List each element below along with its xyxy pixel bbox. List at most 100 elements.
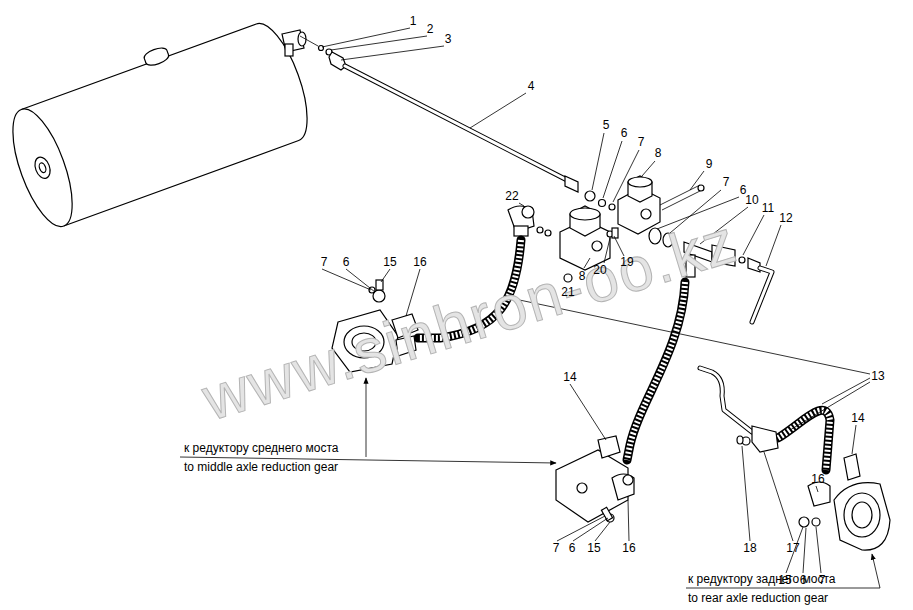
drawing-line	[822, 378, 870, 404]
callout-number: 21	[561, 285, 574, 299]
callout-number: 7	[553, 541, 560, 555]
air-tank	[0, 6, 319, 233]
drawing-path	[345, 66, 567, 180]
tank-fitting	[282, 30, 346, 70]
callout-number: 5	[603, 118, 610, 132]
drawing-path	[627, 282, 685, 460]
callout-number: 11	[762, 201, 774, 215]
callout-number: 2	[427, 22, 434, 36]
drawing-line	[573, 518, 608, 541]
drawing-line	[662, 190, 702, 210]
drawing-line	[766, 225, 781, 266]
drawing-line	[764, 452, 793, 541]
drawing-rect	[514, 226, 528, 236]
drawing-ellipse	[844, 493, 880, 537]
drawing-path	[752, 426, 778, 452]
drawing-line	[742, 446, 750, 541]
drawing-path	[778, 410, 830, 470]
callout-number: 20	[593, 263, 606, 277]
drawing-line	[786, 527, 803, 573]
drawing-path	[565, 176, 578, 192]
callout-number: 16	[811, 472, 824, 486]
callout-number: 7	[321, 255, 328, 269]
callout-number: 18	[743, 541, 756, 555]
drawing-rect	[612, 228, 618, 238]
callout-number: 1	[410, 14, 417, 28]
drawing-ellipse	[32, 155, 53, 180]
drawing-line	[346, 269, 375, 292]
drawing-path	[700, 368, 752, 432]
drawing-rect	[285, 44, 293, 56]
drawing-line	[803, 528, 806, 573]
drawing-path	[345, 66, 567, 180]
drawing-circle	[623, 475, 633, 485]
drawing-circle	[545, 230, 551, 236]
drawing-line	[341, 46, 444, 60]
drawing-line	[743, 215, 764, 255]
drawing-circle	[319, 46, 324, 51]
tee-fitting	[737, 426, 778, 452]
drawing-circle	[799, 517, 809, 527]
drawing-ellipse	[852, 502, 872, 528]
callout-number: 12	[779, 211, 792, 225]
drawing-circle	[698, 185, 704, 191]
drawing-path	[752, 268, 772, 322]
drawing-circle	[585, 191, 595, 201]
drawing-line	[660, 185, 700, 205]
callout-number: 13	[871, 369, 884, 383]
callout-number: 8	[655, 146, 662, 160]
drawing-ellipse	[570, 208, 600, 220]
drawing-line	[300, 36, 318, 46]
callout-number: 6	[621, 126, 628, 140]
caption-text: к редуктору заднего моста	[688, 572, 836, 586]
drawing-path	[628, 176, 652, 202]
drawing-line	[872, 554, 880, 588]
callout-number: 14	[563, 370, 576, 384]
caption-text: к редуктору среднего моста	[184, 441, 338, 455]
drawing-path	[570, 206, 600, 236]
drawing-ellipse	[1, 102, 85, 234]
drawing-line	[366, 378, 367, 457]
drawing-path	[844, 454, 860, 480]
drawing-path	[834, 483, 890, 550]
axle-flange	[556, 436, 634, 522]
drawing-path	[612, 474, 634, 500]
drawing-line	[816, 527, 821, 573]
callout-number: 15	[383, 255, 396, 269]
drawing-line	[570, 384, 606, 440]
drawing-path	[778, 410, 830, 470]
callout-number: 15	[587, 541, 600, 555]
drawing-circle	[609, 204, 615, 210]
elbow-fitting	[508, 206, 534, 236]
drawing-line	[852, 425, 856, 454]
drawing-path	[143, 45, 169, 63]
callout-number: 14	[851, 411, 864, 425]
drawing-line	[686, 588, 880, 589]
drawing-line	[690, 171, 704, 190]
drawing-path	[700, 368, 752, 432]
caption-text: to rear axle reduction gear	[688, 591, 828, 605]
drawing-circle	[812, 518, 820, 526]
drawing-line	[816, 486, 818, 492]
pipe-nuts	[565, 176, 615, 210]
drawing-path	[752, 268, 772, 322]
callout-number: 22	[505, 189, 518, 203]
drawing-circle	[599, 200, 606, 207]
drawing-line	[470, 93, 526, 128]
drawing-path	[627, 282, 685, 460]
drawing-line	[592, 133, 604, 190]
callout-number: 19	[620, 255, 633, 269]
drawing-ellipse	[628, 177, 652, 187]
callout-number: 6	[343, 255, 350, 269]
callout-number: 4	[528, 79, 535, 93]
drawing-ellipse	[737, 436, 743, 444]
callout-number: 9	[706, 157, 713, 171]
drawing-line	[628, 500, 629, 541]
watermark: www.sinhron-oo.kz	[195, 205, 746, 434]
drawing-line	[595, 522, 610, 541]
drawing-line	[613, 150, 639, 202]
callout-number: 16	[622, 541, 635, 555]
callout-number: 3	[445, 32, 452, 46]
drawing-path	[598, 436, 620, 458]
